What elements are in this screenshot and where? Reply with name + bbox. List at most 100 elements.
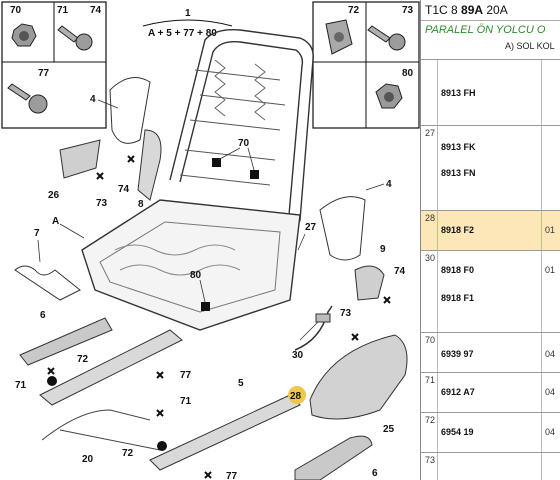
callout-5: 5 — [238, 378, 244, 389]
part-reference[interactable]: 8918 F1 — [441, 293, 475, 303]
hinge-part — [137, 129, 162, 201]
callout-73: 73 — [340, 308, 352, 319]
column-divider — [541, 251, 542, 332]
leader-lines — [37, 99, 385, 341]
column-divider — [541, 453, 542, 480]
wire-part-right — [319, 196, 366, 261]
callout-8: 8 — [138, 199, 144, 210]
bottom-trim — [294, 435, 373, 480]
group-label: 1 — [185, 8, 191, 19]
star-markers — [47, 155, 391, 479]
seat-cushion-frame — [81, 199, 301, 331]
row-number: 27 — [425, 128, 436, 138]
clip-marker — [212, 158, 221, 167]
side-cover — [309, 334, 408, 420]
box-label-70: 70 — [10, 5, 22, 16]
callout-70: 70 — [238, 138, 250, 149]
panel-header: T1C 8 89A 20A — [421, 0, 560, 21]
nut-icon — [375, 83, 403, 109]
row-number: 30 — [425, 253, 436, 263]
parts-box-right: 72 73 80 — [312, 1, 420, 129]
callout-74: 74 — [118, 184, 130, 195]
callout-28: 28 — [290, 391, 302, 402]
column-divider — [541, 126, 542, 210]
box-label-77: 77 — [38, 68, 50, 79]
washer-icon — [325, 19, 353, 55]
box-label-73: 73 — [402, 5, 414, 16]
part-row-selected[interactable]: 28 8918 F2 01 — [421, 211, 560, 251]
column-divider — [541, 60, 542, 125]
part-row[interactable]: 8913 FH — [421, 60, 560, 126]
part-quantity: 04 — [545, 427, 556, 437]
code-main: 89A — [461, 3, 484, 17]
callout-4: 4 — [90, 94, 96, 105]
callout-72: 72 — [122, 448, 134, 459]
column-divider — [541, 211, 542, 250]
column-divider — [437, 251, 438, 332]
screw-icon — [367, 25, 406, 51]
callout-20: 20 — [82, 454, 94, 465]
part-quantity: 04 — [545, 387, 556, 397]
callout-72: 72 — [77, 354, 89, 365]
seat-exploded-view: 1 A + 5 + 77 + 80 70 71 74 77 72 73 80 — [1, 1, 420, 480]
trim-part — [59, 139, 101, 179]
code-prefix: T1C 8 — [425, 3, 462, 17]
callout-25: 25 — [383, 424, 395, 435]
part-row[interactable]: 27 8913 FK 8913 FN — [421, 126, 560, 211]
row-number: 71 — [425, 375, 436, 385]
column-divider — [437, 126, 438, 210]
part-reference[interactable]: 8913 FN — [441, 168, 476, 178]
part-row[interactable]: 72 6954 19 04 — [421, 413, 560, 453]
box-label-74: 74 — [90, 5, 102, 16]
callout-71: 71 — [180, 396, 192, 407]
parts-list-panel: T1C 8 89A 20A PARALEL ÖN YOLCU O A) SOL … — [420, 0, 560, 480]
callout-A: A — [52, 216, 59, 227]
box-label-71: 71 — [57, 5, 69, 16]
part-reference[interactable]: 6939 97 — [441, 349, 474, 359]
row-number: 72 — [425, 415, 436, 425]
part-reference[interactable]: 8913 FK — [441, 142, 476, 152]
connector-part — [315, 313, 331, 323]
parts-box-left: 70 71 74 77 — [1, 1, 107, 129]
part-quantity: 01 — [545, 265, 556, 275]
callout-80: 80 — [190, 270, 202, 281]
callout-30: 30 — [292, 350, 304, 361]
parts-diagram: 1 A + 5 + 77 + 80 70 71 74 77 72 73 80 — [0, 0, 420, 480]
lever-part — [14, 265, 81, 301]
cable-part — [294, 305, 333, 351]
callout-9: 9 — [380, 244, 386, 255]
callout-74: 74 — [394, 266, 406, 277]
callout-77: 77 — [180, 370, 192, 381]
callout-27: 27 — [305, 222, 317, 233]
clip-marker — [250, 170, 259, 179]
part-quantity: 01 — [545, 225, 556, 235]
row-number: 73 — [425, 455, 436, 465]
rail-left — [39, 329, 183, 406]
column-divider — [437, 413, 438, 452]
part-row[interactable]: 73 — [421, 453, 560, 480]
wire-part — [109, 77, 151, 144]
part-reference[interactable]: 6912 A7 — [441, 387, 475, 397]
callout-6: 6 — [40, 310, 46, 321]
column-divider — [541, 373, 542, 412]
group-brace — [142, 19, 233, 27]
callout-71: 71 — [15, 380, 27, 391]
part-reference[interactable]: 8913 FH — [441, 88, 476, 98]
part-reference[interactable]: 8918 F0 — [441, 265, 475, 275]
panel-title: PARALEL ÖN YOLCU O — [425, 24, 546, 36]
part-quantity: 04 — [545, 349, 556, 359]
screw-icon — [57, 25, 93, 51]
callout-4: 4 — [386, 179, 392, 190]
row-number: 28 — [425, 213, 436, 223]
callout-26: 26 — [48, 190, 60, 201]
callout-6: 6 — [372, 468, 378, 479]
panel-subheader: PARALEL ÖN YOLCU O A) SOL KOL — [421, 21, 560, 60]
part-row[interactable]: 71 6912 A7 04 — [421, 373, 560, 413]
box-label-80: 80 — [402, 68, 414, 79]
part-reference[interactable]: 8918 F2 — [441, 225, 475, 235]
dot-marker — [157, 441, 167, 451]
column-divider — [541, 413, 542, 452]
part-reference[interactable]: 6954 19 — [441, 427, 474, 437]
part-row[interactable]: 70 6939 97 04 — [421, 333, 560, 373]
part-row[interactable]: 30 8918 F0 8918 F1 01 — [421, 251, 560, 333]
